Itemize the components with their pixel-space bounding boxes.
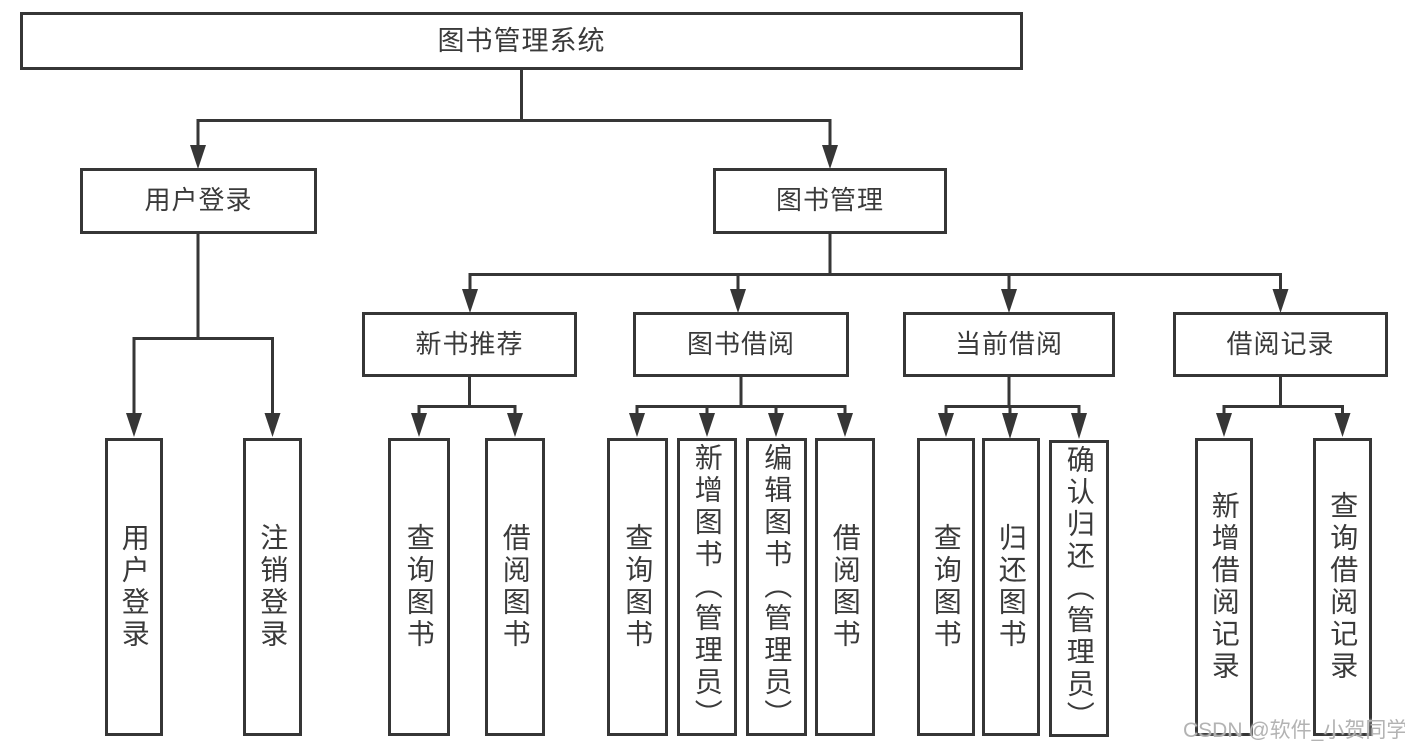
node-current-borrowing: 当前借阅 — [903, 312, 1115, 377]
arrowhead-icons — [126, 145, 1351, 439]
node-borrowing-records: 借阅记录 — [1173, 312, 1388, 377]
arrow-down-icon — [1272, 289, 1289, 313]
watermark: CSDN @软件_小贺同学 — [1183, 719, 1405, 742]
node-library-management-system: 图书管理系统 — [20, 12, 1023, 70]
leaf-query-books-recommend: 查询图书 — [388, 438, 450, 736]
leaf-confirm-return-admin: 确认归还（管理员） — [1049, 440, 1109, 737]
arrow-down-icon — [1216, 413, 1232, 437]
leaf-add-borrow-record: 新增借阅记录 — [1195, 438, 1253, 736]
arrow-down-icon — [822, 145, 838, 169]
arrow-down-icon — [1334, 413, 1351, 437]
arrow-down-icon — [190, 145, 206, 169]
arrow-down-icon — [837, 413, 853, 437]
leaf-query-books-borrowing: 查询图书 — [607, 438, 668, 736]
node-book-management: 图书管理 — [713, 168, 947, 234]
leaf-add-books-admin: 新增图书（管理员） — [677, 438, 737, 736]
leaf-return-books: 归还图书 — [982, 438, 1040, 736]
arrow-down-icon — [462, 289, 478, 313]
leaf-logout: 注销登录 — [243, 438, 302, 736]
arrow-down-icon — [1002, 413, 1018, 439]
arrow-down-icon — [411, 413, 427, 437]
leaf-query-borrow-record: 查询借阅记录 — [1313, 438, 1372, 736]
arrow-down-icon — [768, 413, 784, 437]
leaf-query-books-current: 查询图书 — [917, 438, 975, 736]
leaf-edit-books-admin: 编辑图书（管理员） — [746, 438, 807, 736]
leaf-borrow-books-recommend: 借阅图书 — [485, 438, 545, 736]
leaf-borrow-books-borrowing: 借阅图书 — [815, 438, 875, 736]
node-book-borrowing: 图书借阅 — [633, 312, 849, 377]
arrow-down-icon — [730, 289, 746, 313]
arrow-down-icon — [507, 413, 523, 437]
arrow-down-icon — [264, 413, 281, 437]
leaf-user-login: 用户登录 — [105, 438, 163, 736]
arrow-down-icon — [126, 413, 142, 437]
arrow-down-icon — [1001, 289, 1017, 313]
arrow-down-icon — [699, 413, 715, 437]
arrow-down-icon — [938, 413, 954, 437]
arrow-down-icon — [629, 413, 645, 437]
arrow-down-icon — [1071, 413, 1087, 439]
node-new-book-recommendation: 新书推荐 — [362, 312, 577, 377]
node-user-login-branch: 用户登录 — [80, 168, 317, 234]
